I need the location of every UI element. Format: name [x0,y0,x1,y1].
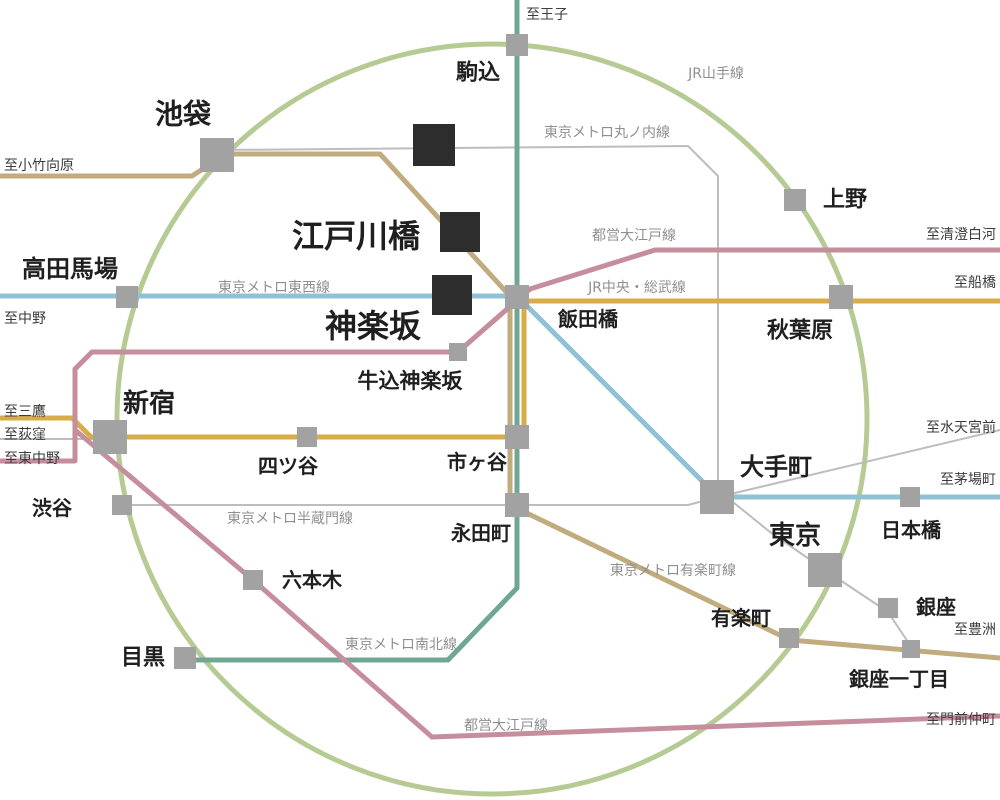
line-label-namboku: 東京メトロ南北線 [345,637,457,653]
station-label-ikebukuro: 池袋 [155,98,212,131]
line-yurakucho [0,151,1000,661]
station-marker-komagome [506,34,528,56]
station-label-ginza: 銀座 [916,595,956,619]
line-namboku [185,0,520,663]
station-marker-roppongi [243,570,263,590]
edge-label-to-funabashi: 至船橋 [954,275,996,291]
station-marker-nihombashi [900,487,920,507]
edge-label-to-ogikubo: 至荻窪 [4,426,46,443]
station-marker-featured-unnamed [413,124,455,166]
line-label-yamanote: JR山手線 [687,66,744,82]
station-marker-kagurazaka [432,275,472,315]
station-marker-nagatacho [505,493,529,517]
station-label-iidabashi: 飯田橋 [557,307,619,331]
station-marker-shinjuku [93,420,127,454]
station-label-kagurazaka: 神楽坂 [325,307,421,345]
station-label-shibuya: 渋谷 [32,496,73,520]
station-marker-ginza [878,598,898,618]
station-label-ushigome-kagurazaka: 牛込神楽坂 [358,369,464,393]
edge-label-to-kayabacho: 至茅場町 [940,472,996,488]
station-marker-takadanobaba [116,286,138,308]
line-chuo-sobu [0,298,1000,440]
line-label-hanzomon: 東京メトロ半蔵門線 [227,511,353,527]
station-marker-otemachi [700,480,734,514]
station-marker-meguro [174,647,196,669]
station-marker-tokyo [808,553,842,587]
station-marker-shibuya [112,495,132,515]
line-yamanote [114,41,870,797]
station-label-meguro: 目黒 [121,646,165,671]
line-label-chuo-sobu: JR中央・総武線 [587,280,686,296]
station-label-nihombashi: 日本橋 [881,518,942,542]
station-label-takadanobaba: 高田馬場 [22,255,118,283]
station-label-ueno: 上野 [823,188,867,213]
edge-label-to-oji: 至王子 [526,7,568,23]
line-label-oedo: 都営大江戸線 [592,228,676,244]
station-marker-ichigaya [505,425,529,449]
station-label-nagatacho: 永田町 [450,521,511,545]
station-label-edogawabashi: 江戸川橋 [292,217,421,255]
station-marker-yurakucho-station [779,628,799,648]
station-marker-ushigome-kagurazaka [449,343,467,361]
station-marker-ginza-itchome [902,640,920,658]
station-marker-edogawabashi [440,212,480,252]
station-label-roppongi: 六本木 [282,568,343,592]
station-label-shinjuku: 新宿 [123,388,175,419]
station-label-komagome: 駒込 [456,60,500,86]
line-oedo [72,247,1000,740]
station-label-akihabara: 秋葉原 [767,319,833,344]
line-oedo-branch [0,430,78,464]
station-marker-ikebukuro [200,138,234,172]
edge-label-to-nakano: 至中野 [4,311,46,327]
station-label-ginza-itchome: 銀座一丁目 [849,667,949,691]
edge-label-to-kotake-mukaihara: 至小竹向原 [4,158,74,174]
edge-label-to-kiyosumi-shirakawa: 至清澄白河 [926,227,996,243]
station-marker-ueno [784,189,806,211]
line-marunouchi [217,145,911,646]
station-marker-akihabara [829,285,853,309]
station-marker-iidabashi [505,285,529,309]
line-label-yurakucho: 東京メトロ有楽町線 [610,563,736,579]
station-label-yotsuya: 四ツ谷 [258,454,319,478]
station-marker-yotsuya [297,427,317,447]
edge-label-to-toyosu: 至豊洲 [954,622,996,638]
station-label-ichigaya: 市ヶ谷 [447,450,508,474]
line-label-marunouchi: 東京メトロ丸ノ内線 [544,125,670,141]
line-tozai [0,293,1000,500]
